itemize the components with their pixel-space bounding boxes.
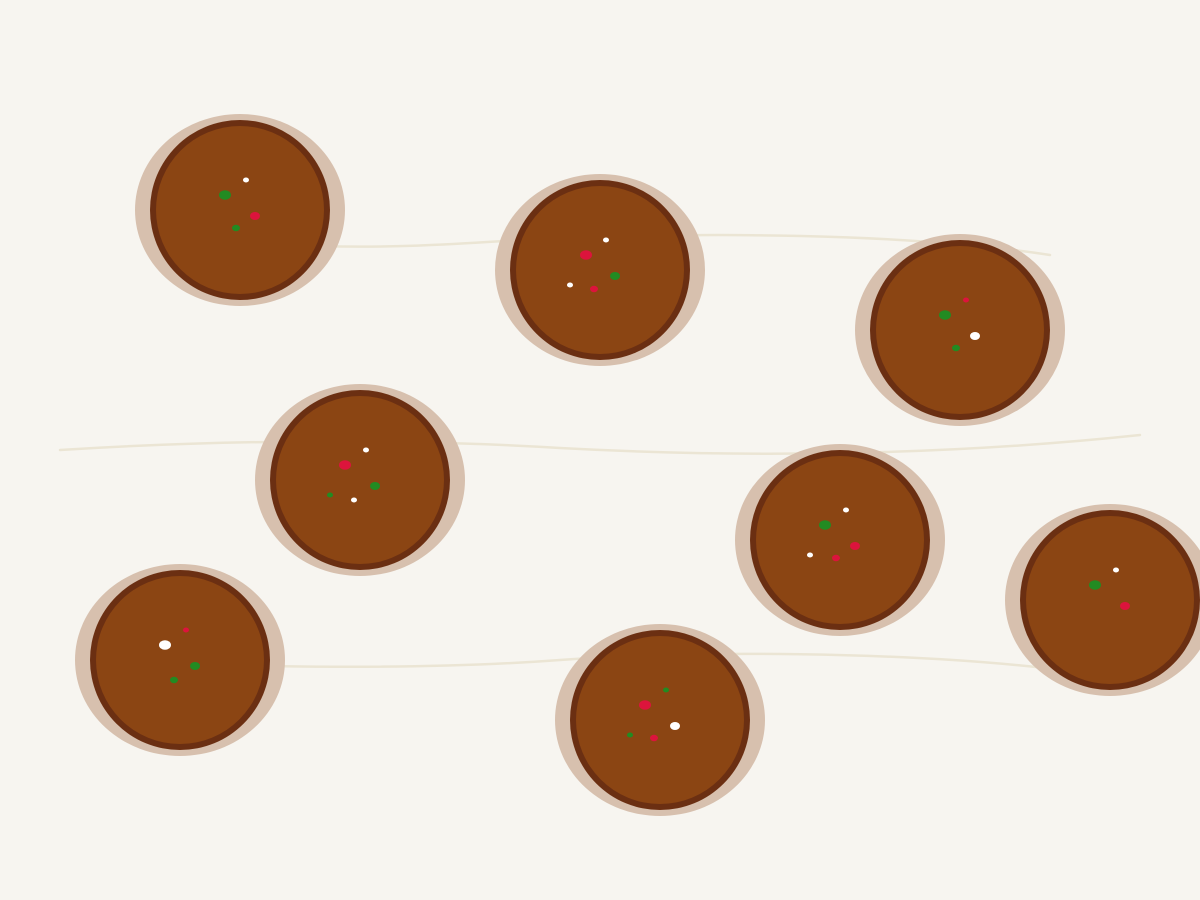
cookie-body: [156, 126, 324, 294]
red-sprinkle: [850, 542, 860, 550]
cookie-1: [135, 114, 345, 306]
white-sprinkle: [603, 237, 609, 243]
green-sprinkle: [232, 224, 240, 232]
white-sprinkle: [363, 447, 369, 453]
white-sprinkle: [970, 332, 980, 340]
green-sprinkle: [627, 732, 633, 738]
green-sprinkle: [170, 676, 178, 684]
green-sprinkle: [1089, 580, 1101, 590]
white-sprinkle: [351, 497, 357, 503]
green-sprinkle: [327, 492, 333, 498]
red-sprinkle: [639, 700, 651, 710]
swirl-line-2: [58, 433, 1142, 455]
white-sprinkle: [843, 507, 849, 513]
white-sprinkle: [159, 640, 171, 650]
red-sprinkle: [590, 285, 598, 293]
white-sprinkle: [243, 177, 249, 183]
cookie-6: [1005, 504, 1200, 696]
red-sprinkle: [250, 212, 260, 220]
green-sprinkle: [370, 482, 380, 490]
cookie-body: [276, 396, 444, 564]
red-sprinkle: [832, 554, 840, 562]
cookie-body: [756, 456, 924, 624]
red-sprinkle: [650, 734, 658, 742]
red-sprinkle: [963, 297, 969, 303]
green-sprinkle: [610, 272, 620, 280]
cookie-7: [75, 564, 285, 756]
cookie-5: [735, 444, 945, 636]
red-sprinkle: [1120, 602, 1130, 610]
red-sprinkle: [339, 460, 351, 470]
cookie-body: [1026, 516, 1194, 684]
cookie-4: [255, 384, 465, 576]
cookies-layer: [75, 114, 1200, 816]
cookie-3: [855, 234, 1065, 426]
white-sprinkle: [567, 282, 573, 288]
green-sprinkle: [219, 190, 231, 200]
cookie-body: [516, 186, 684, 354]
red-sprinkle: [183, 627, 189, 633]
white-sprinkle: [807, 552, 813, 558]
green-sprinkle: [939, 310, 951, 320]
red-sprinkle: [580, 250, 592, 260]
cookie-2: [495, 174, 705, 366]
white-sprinkle: [670, 722, 680, 730]
cookie-8: [555, 624, 765, 816]
cookie-body: [576, 636, 744, 804]
green-sprinkle: [190, 662, 200, 670]
cookie-body: [876, 246, 1044, 414]
green-sprinkle: [952, 344, 960, 352]
green-sprinkle: [663, 687, 669, 693]
green-sprinkle: [819, 520, 831, 530]
white-sprinkle: [1113, 567, 1119, 573]
cookie-body: [96, 576, 264, 744]
